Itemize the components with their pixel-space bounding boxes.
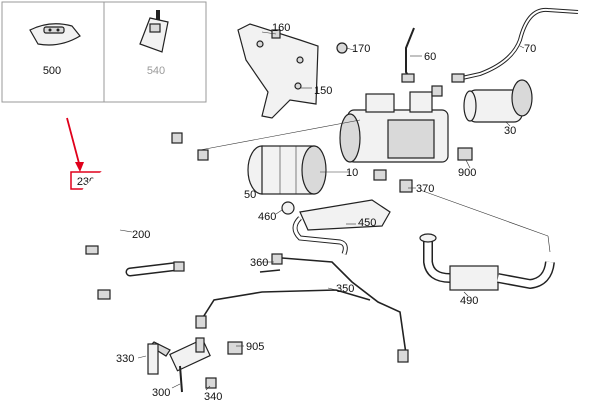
remote-control-icon (29, 23, 81, 46)
auxiliary-heater (339, 85, 449, 163)
part-label-150[interactable]: 150 (314, 85, 332, 97)
clip-370 (399, 179, 413, 193)
part-label-450[interactable]: 450 (358, 217, 376, 229)
part-label-360[interactable]: 360 (250, 257, 268, 269)
screw-460 (281, 201, 295, 215)
air-intake-silencer (247, 145, 327, 195)
clip-10 (373, 169, 387, 181)
control-unit-icon (139, 10, 169, 53)
inset-panel: 500 540 (1, 1, 207, 103)
wiring-harness (195, 253, 409, 363)
leader-lines (119, 31, 551, 391)
mounting-bracket (237, 23, 348, 119)
part-label-160[interactable]: 160 (272, 22, 290, 34)
circulation-pump (419, 233, 555, 291)
exhaust-silencer (463, 79, 533, 123)
coolant-hose (76, 132, 209, 300)
part-label-905[interactable]: 905 (246, 341, 264, 353)
part-label-900[interactable]: 900 (458, 167, 476, 179)
inset-label-540: 540 (147, 65, 165, 77)
part-labels: 160 170 60 70 150 30 50 10 900 370 460 4… (116, 22, 536, 403)
fuel-pickup (147, 337, 243, 393)
fuel-pipe (401, 27, 415, 83)
part-label-170[interactable]: 170 (352, 43, 370, 55)
part-label-330[interactable]: 330 (116, 353, 134, 365)
part-label-300[interactable]: 300 (152, 387, 170, 399)
part-label-460[interactable]: 460 (258, 211, 276, 223)
part-label-70[interactable]: 70 (524, 43, 536, 55)
part-label-340[interactable]: 340 (204, 391, 222, 403)
part-label-60[interactable]: 60 (424, 51, 436, 63)
part-label-30[interactable]: 30 (504, 125, 516, 137)
part-label-200[interactable]: 200 (132, 229, 150, 241)
part-label-490[interactable]: 490 (460, 295, 478, 307)
part-label-350[interactable]: 350 (336, 283, 354, 295)
fuel-dosing-pump (292, 199, 391, 255)
inset-label-500: 500 (43, 65, 61, 77)
exhaust-pipe (451, 7, 579, 83)
part-label-10[interactable]: 10 (346, 167, 358, 179)
part-label-370[interactable]: 370 (416, 183, 434, 195)
clip-900 (457, 147, 473, 161)
part-label-50[interactable]: 50 (244, 189, 256, 201)
